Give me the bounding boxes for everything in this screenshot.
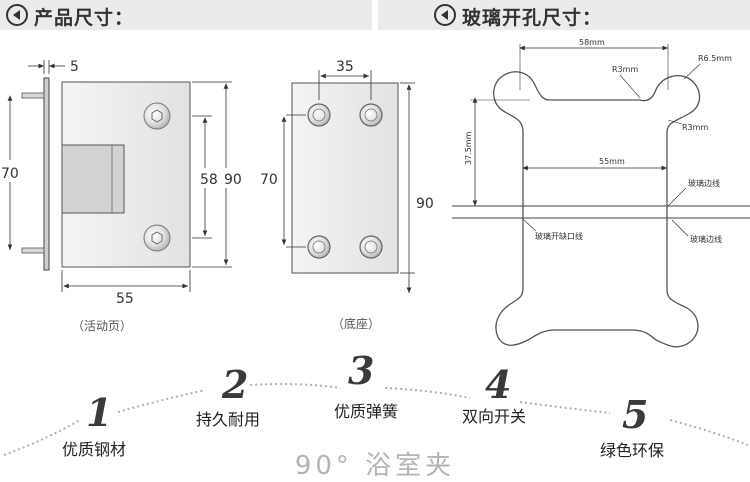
hinge-profile-plate <box>43 77 50 271</box>
feature-number-3: 3 <box>348 348 374 393</box>
circle-arrow-icon <box>434 4 456 26</box>
cutout-radius-corner: R3mm <box>682 123 708 132</box>
hinge-dim-55: 55 <box>116 291 134 307</box>
hinge-dim-5: 5 <box>70 59 79 75</box>
base-hole <box>359 103 383 127</box>
glass-cutout-title: 玻璃开孔尺寸： <box>462 7 603 29</box>
cutout-dim-37-5mm: 37.5mm <box>464 131 473 165</box>
feature-label-5: 绿色环保 <box>600 441 665 460</box>
feature-number-4: 4 <box>485 362 511 407</box>
base-dim-70: 70 <box>260 172 278 188</box>
header-bar-product-size: 产品尺寸： <box>0 0 372 30</box>
feature-label-2: 持久耐用 <box>196 410 261 429</box>
feature-label-4: 双向开关 <box>462 407 527 426</box>
header-bar-glass-cutout: 玻璃开孔尺寸： <box>378 0 750 30</box>
base-hole <box>359 235 383 259</box>
circle-arrow-icon <box>6 4 28 26</box>
feature-label-1: 优质钢材 <box>62 440 127 459</box>
hinge-dim-90: 90 <box>224 172 242 188</box>
feature-number-2: 2 <box>221 362 248 407</box>
base-dim-90: 90 <box>416 196 434 212</box>
product-title: 90° 浴室夹 <box>294 451 456 481</box>
hinge-hole-top <box>143 102 171 130</box>
base-caption: （底座） <box>332 316 380 331</box>
hinge-screw-bottom <box>21 247 45 254</box>
feature-path <box>3 383 749 456</box>
hinge-knuckle <box>61 144 125 214</box>
feature-label-3: 优质弹簧 <box>334 402 399 421</box>
hinge-hole-bottom <box>143 224 171 252</box>
feature-number-5: 5 <box>622 392 648 437</box>
hinge-screw-top <box>21 92 45 99</box>
glass-edge-label-1: 玻璃边线 <box>688 178 720 188</box>
base-drawing: 35 70 90 （底座） <box>258 59 438 331</box>
cutout-dim-58mm: 58mm <box>579 38 605 47</box>
feature-number-1: 1 <box>86 390 112 435</box>
hinge-caption: （活动页） <box>72 319 132 333</box>
cutout-outline <box>493 71 701 348</box>
hinge-dim-58: 58 <box>200 172 218 188</box>
glass-cutout-drawing: 58mm R3mm R6.5mm R3mm 37.5mm 55mm 玻璃边线 玻… <box>452 38 750 348</box>
base-hole <box>307 235 331 259</box>
glass-edge-label-2: 玻璃边线 <box>690 234 722 244</box>
base-dim-35: 35 <box>336 59 354 75</box>
cut-line-label: 玻璃开缺口线 <box>535 231 583 241</box>
hinge-dim-70: 70 <box>1 166 19 182</box>
cutout-radius-large: R6.5mm <box>698 54 732 63</box>
cutout-dim-55mm: 55mm <box>599 157 625 166</box>
hinge-drawing: 5 70 58 90 55 （活动页） <box>0 59 246 333</box>
base-hole <box>307 103 331 127</box>
product-size-title: 产品尺寸： <box>34 7 135 29</box>
cutout-radius-inner: R3mm <box>612 65 638 74</box>
